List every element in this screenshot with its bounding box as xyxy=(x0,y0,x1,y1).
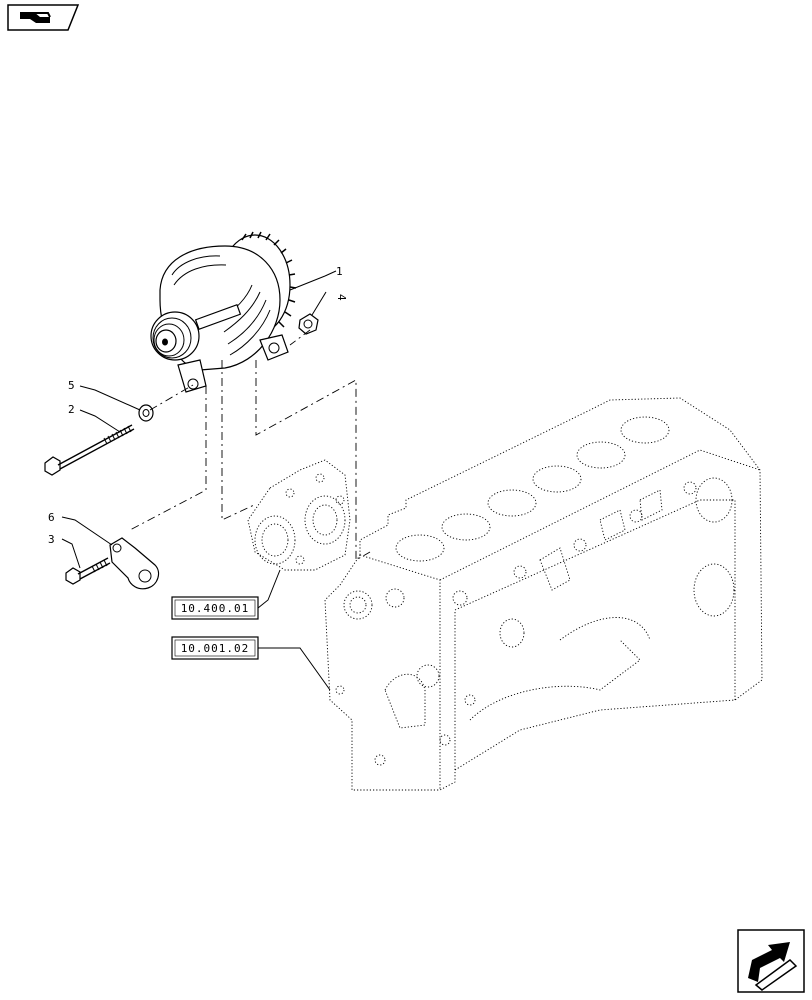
callout-3: 3 xyxy=(48,533,55,546)
book-page-icon[interactable] xyxy=(7,4,80,31)
washer-part-5 xyxy=(138,404,154,422)
callout-5: 5 xyxy=(68,379,75,392)
water-pump-cover-outline xyxy=(247,459,351,571)
callout-2: 2 xyxy=(68,403,75,416)
bracket-part-6 xyxy=(109,537,160,590)
next-page-arrow-icon[interactable] xyxy=(737,929,805,993)
callout-1: 1 xyxy=(336,265,343,278)
reference-link-block[interactable]: 10.001.02 xyxy=(171,636,259,660)
assembly-lines xyxy=(129,329,371,561)
reference-label-block: 10.001.02 xyxy=(181,642,250,655)
reference-label-cover: 10.400.01 xyxy=(181,602,250,615)
alternator xyxy=(150,231,297,393)
reference-link-cover[interactable]: 10.400.01 xyxy=(171,596,259,620)
callout-6: 6 xyxy=(48,511,55,524)
engine-block-outline xyxy=(324,397,763,791)
leader-lines xyxy=(61,270,337,691)
short-bolt-part-3 xyxy=(65,557,111,585)
callout-4: 4 xyxy=(335,294,348,301)
nut-part-4 xyxy=(298,313,319,335)
long-bolt-part-2 xyxy=(44,424,135,476)
